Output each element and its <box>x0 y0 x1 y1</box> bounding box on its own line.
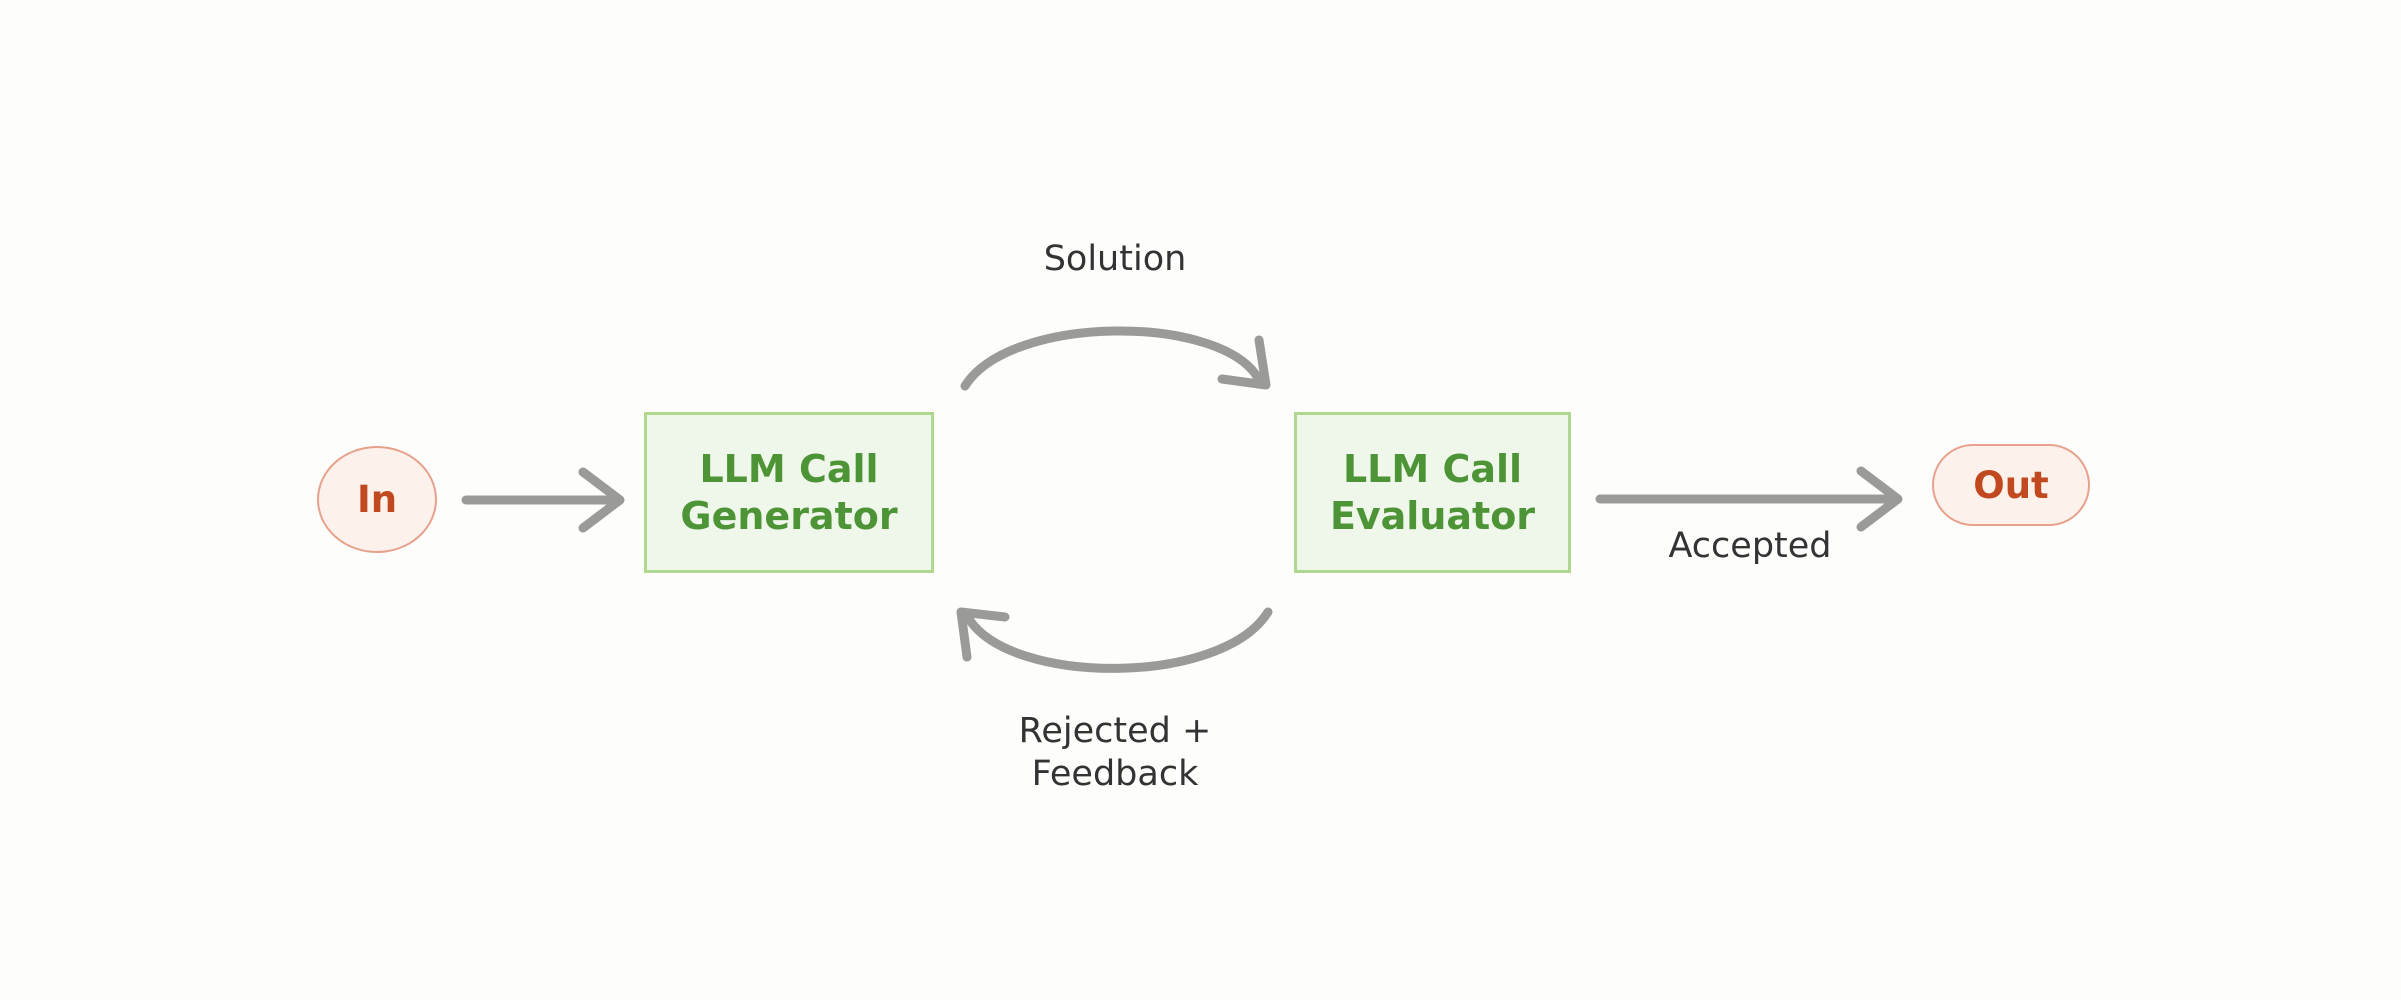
edge-label-accepted: Accepted <box>1668 526 1832 566</box>
node-output[interactable]: Out <box>1932 444 2090 526</box>
arrowhead-evaluator-to-generator <box>956 607 1010 662</box>
node-evaluator-label-line1: LLM Call <box>1342 447 1523 492</box>
arrowhead-evaluator-to-out <box>1856 466 1903 532</box>
node-evaluator-label-line2: Evaluator <box>1329 493 1536 538</box>
edge-label-rejected-feedback: Rejected + Feedback <box>1018 711 1212 794</box>
node-input[interactable]: In <box>317 446 437 553</box>
edge-generator-to-evaluator <box>960 326 1263 391</box>
node-llm-call-generator[interactable]: LLM Call Generator <box>644 412 934 573</box>
arrowhead-in-to-generator <box>578 467 625 533</box>
edge-label-solution: Solution <box>1043 239 1187 279</box>
node-generator-label-line1: LLM Call <box>699 447 879 492</box>
node-generator-label-line2: Generator <box>680 493 898 538</box>
edge-evaluator-to-generator <box>964 607 1273 673</box>
node-input-label: In <box>356 478 398 521</box>
node-llm-call-evaluator[interactable]: LLM Call Evaluator <box>1294 412 1571 573</box>
arrowhead-generator-to-evaluator <box>1217 335 1271 390</box>
node-output-label: Out <box>1973 463 2049 507</box>
